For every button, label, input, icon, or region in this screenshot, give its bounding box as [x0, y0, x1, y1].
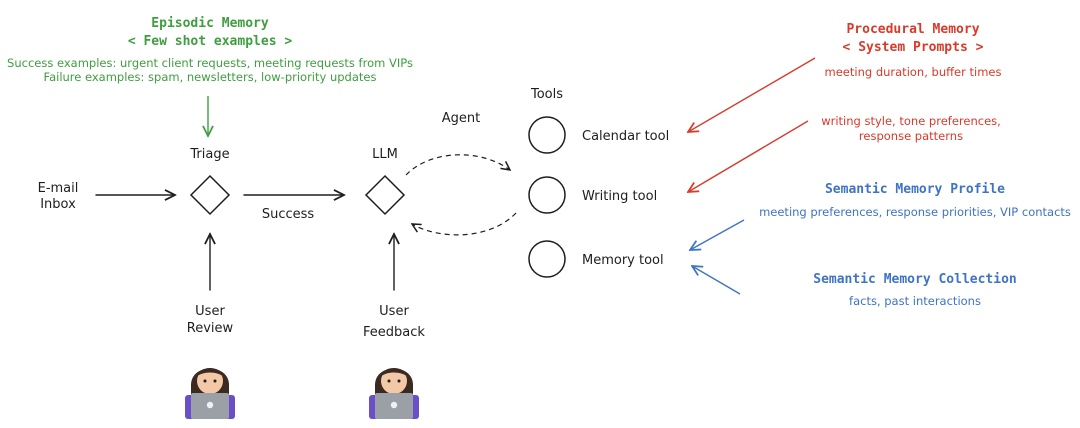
- semantic-profile-title: Semantic Memory Profile: [825, 182, 1005, 197]
- episodic-failure-examples: Failure examples: spam, newsletters, low…: [44, 70, 377, 84]
- user-review-label-line1: User: [195, 304, 225, 319]
- procedural-memory-title: Procedural Memory: [846, 22, 979, 37]
- user-review-avatar-icon: [185, 368, 235, 419]
- procedural-item-1: meeting duration, buffer times: [825, 65, 1002, 79]
- user-feedback-label-line1: User: [379, 304, 409, 319]
- procedural-memory-block: Procedural Memory < System Prompts > mee…: [688, 22, 1001, 192]
- triage-label: Triage: [189, 147, 229, 162]
- writing-tool-label: Writing tool: [582, 189, 657, 204]
- tool-writing[interactable]: Writing tool: [528, 176, 657, 214]
- success-edge-label: Success: [262, 207, 315, 222]
- semantic-collection-detail: facts, past interactions: [849, 294, 981, 308]
- procedural-item-2-line2: response patterns: [859, 129, 963, 143]
- semantic-profile-detail: meeting preferences, response priorities…: [759, 205, 1071, 219]
- tools-header: Tools: [530, 87, 563, 102]
- user-feedback-label-line2: Feedback: [363, 325, 425, 340]
- procedural-to-calendar-arrow: [688, 57, 816, 132]
- agent-label: Agent: [442, 111, 480, 126]
- semantic-collection-to-memory-arrow: [692, 266, 741, 295]
- llm-label: LLM: [372, 147, 398, 162]
- procedural-memory-subtitle: < System Prompts >: [843, 40, 984, 55]
- episodic-memory-subtitle: < Few shot examples >: [128, 34, 293, 49]
- llm-to-tools-arrow: [405, 154, 510, 176]
- tool-memory[interactable]: Memory tool: [528, 240, 664, 278]
- calendar-tool-label: Calendar tool: [582, 129, 669, 144]
- procedural-to-writing-arrow: [688, 120, 809, 192]
- inbox-label-line1: E-mail: [38, 181, 79, 196]
- episodic-success-examples: Success examples: urgent client requests…: [7, 56, 413, 70]
- triage-node[interactable]: [189, 174, 231, 216]
- memory-tool-circle[interactable]: [528, 240, 566, 278]
- writing-tool-circle[interactable]: [528, 176, 566, 214]
- user-review-label-line2: Review: [187, 321, 234, 336]
- tools-to-llm-arrow: [412, 212, 517, 236]
- semantic-profile-block: Semantic Memory Profile meeting preferen…: [690, 182, 1071, 250]
- procedural-item-2-line1: writing style, tone preferences,: [821, 114, 1001, 128]
- semantic-collection-block: Semantic Memory Collection facts, past i…: [692, 266, 1017, 308]
- calendar-tool-circle[interactable]: [528, 116, 566, 154]
- user-feedback-avatar-icon: [369, 368, 419, 419]
- inbox-label-line2: Inbox: [40, 197, 76, 212]
- episodic-memory-block: Episodic Memory < Few shot examples > Su…: [7, 16, 413, 136]
- semantic-profile-to-memory-arrow: [690, 219, 745, 250]
- episodic-memory-title: Episodic Memory: [151, 16, 269, 31]
- memory-tool-label: Memory tool: [582, 253, 664, 268]
- semantic-collection-title: Semantic Memory Collection: [813, 272, 1017, 287]
- tool-calendar[interactable]: Calendar tool: [528, 116, 669, 154]
- llm-node[interactable]: [364, 174, 406, 216]
